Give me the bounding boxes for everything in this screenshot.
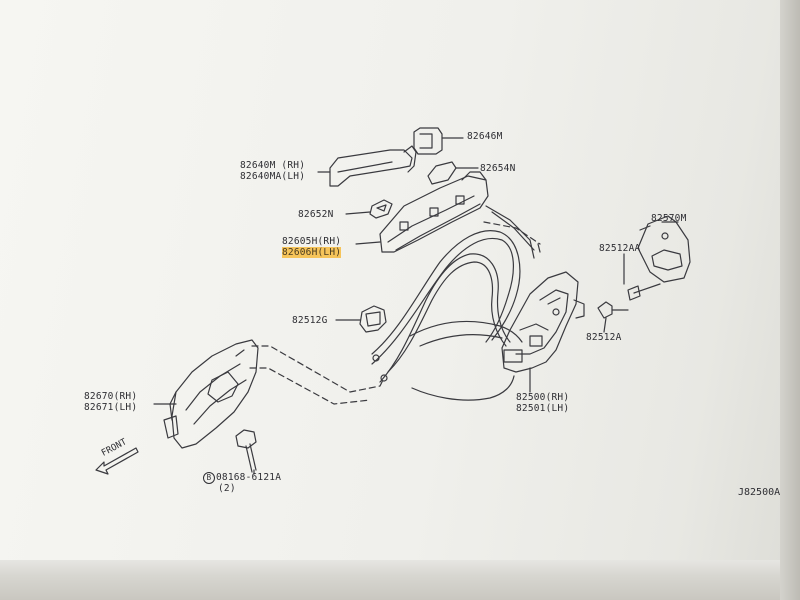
part-82670-inside-handle xyxy=(153,339,259,449)
label-bolt-part: 08168-6121A xyxy=(216,472,282,483)
part-82512g-clip xyxy=(335,305,387,333)
label-82501: 82501(LH) xyxy=(516,403,570,414)
label-82646m: 82646M xyxy=(467,131,503,142)
monitor-bezel-right xyxy=(780,0,800,600)
part-08168-bolt xyxy=(235,429,257,475)
rod-handle-to-lock xyxy=(485,205,541,259)
label-82640m: 82640M (RH) xyxy=(240,160,306,171)
label-82512aa: 82512AA xyxy=(599,243,641,254)
part-82512aa-screw xyxy=(623,253,661,301)
label-82512g: 82512G xyxy=(292,315,328,326)
label-82654n: 82654N xyxy=(480,163,516,174)
part-82640m-outside-handle xyxy=(317,145,417,187)
monitor-bezel-bottom xyxy=(0,560,800,600)
dashed-reference-lines xyxy=(249,221,541,405)
label-82605h: 82605H(RH) xyxy=(282,236,342,247)
control-cables xyxy=(371,230,523,401)
label-82570m: 82570M xyxy=(651,213,687,224)
part-82500-door-lock xyxy=(501,271,585,393)
label-82671: 82671(LH) xyxy=(84,402,138,413)
label-bolt-qty: (2) xyxy=(218,483,236,494)
label-82606h-highlighted: 82606H(LH) xyxy=(282,247,342,258)
front-arrow-icon xyxy=(95,447,139,475)
part-82512a-screw xyxy=(597,301,629,333)
label-82652n: 82652N xyxy=(298,209,334,220)
label-82640ma: 82640MA(LH) xyxy=(240,171,306,182)
part-82605h-handle-frame xyxy=(355,171,489,253)
label-82670: 82670(RH) xyxy=(84,391,138,402)
diagram-reference-code: J82500A xyxy=(738,487,781,498)
label-82500: 82500(RH) xyxy=(516,392,570,403)
part-82570m-striker xyxy=(637,215,691,283)
bolt-circle-mark: B xyxy=(203,472,215,484)
part-82654n-cover xyxy=(427,161,479,185)
part-82646m-bracket xyxy=(413,127,464,155)
label-82512a: 82512A xyxy=(586,332,622,343)
part-82652n-gasket xyxy=(345,199,393,219)
